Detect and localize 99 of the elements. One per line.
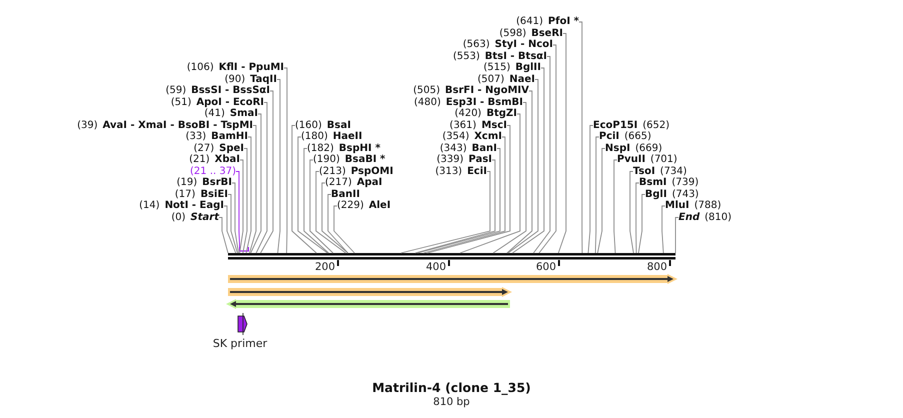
enzyme-site-label: NspI (669) [605, 142, 662, 154]
enzyme-site-label: PvuII (701) [617, 154, 678, 166]
primer-label: SK primer [212, 337, 268, 350]
leader-line [310, 160, 334, 254]
enzyme-site-label: BanII [331, 188, 360, 200]
leader-line [276, 79, 280, 254]
tick-label: 600 [536, 261, 556, 273]
leader-line [588, 125, 594, 254]
leader-line [638, 194, 646, 254]
leader-line [538, 44, 556, 254]
leader-line [246, 136, 252, 254]
enzyme-site-label: (313) EciI [435, 166, 487, 178]
leader-line [512, 68, 544, 254]
leader-line [578, 22, 583, 254]
leader-line [675, 217, 679, 254]
leader-line [614, 160, 618, 254]
leader-line [427, 125, 510, 254]
enzyme-site-label: (641) PfoI * [516, 16, 579, 28]
leader-line [508, 79, 538, 254]
enzyme-site-label: (420) BtgZI [454, 108, 517, 120]
leader-line [292, 125, 317, 254]
enzyme-site-label: (213) PspOMI [319, 166, 394, 178]
tick-label: 200 [314, 261, 335, 273]
leader-line [594, 136, 600, 254]
enzyme-site-label: (563) StyI - NcoI [462, 39, 553, 51]
enzyme-site-label: End (810) [678, 212, 732, 224]
leader-line [492, 102, 526, 254]
enzyme-site-label: EcoP15I (652) [593, 120, 670, 132]
enzyme-site-label: (14) NotI - EagI [139, 200, 224, 212]
enzyme-site-label: (19) BsrBI [176, 177, 232, 189]
leader-line [232, 182, 239, 254]
leader-line [662, 206, 666, 254]
enzyme-site-label: (339) PasI [436, 154, 492, 166]
range-bracket [239, 247, 249, 252]
enzyme-site-label: (343) BanI [440, 142, 497, 154]
enzyme-site-label: TsoI (734) [633, 166, 687, 178]
enzyme-site-label: (39) AvaI - XmaI - BsoBI - TspMI [77, 120, 253, 132]
enzyme-site-label: (507) NaeI [477, 74, 535, 86]
leader-line [284, 68, 288, 254]
enzyme-site-label: (59) BssSI - BssSαI [166, 85, 270, 97]
enzyme-site-label: (217) ApaI [325, 177, 382, 189]
leader-line [298, 136, 328, 254]
leader-line [558, 33, 566, 254]
enzyme-site-label: (229) AleI [337, 200, 391, 212]
enzyme-site-label: (598) BseRI [499, 28, 563, 40]
leader-line [218, 217, 228, 254]
enzyme-site-label: (180) HaeII [301, 131, 362, 143]
leader-line [328, 194, 348, 254]
enzyme-site-label: (515) BglII [483, 62, 541, 74]
leader-line [322, 182, 348, 254]
enzyme-site-label: (21) XbaI [189, 154, 240, 166]
sequence-length: 810 bp [432, 396, 471, 408]
enzyme-site-label: (27) SpeI [194, 142, 244, 154]
enzyme-site-label: (190) BsaBI * [313, 154, 386, 166]
enzyme-site-label: (17) BsiEI [174, 188, 228, 200]
leader-line [256, 102, 268, 254]
leader-line [316, 171, 346, 254]
enzyme-site-label: (505) BsrFI - NgoMIV [413, 85, 529, 97]
enzyme-site-label: (51) ApoI - EcoRI [170, 96, 264, 108]
tick-label: 400 [426, 261, 446, 273]
leader-line [414, 160, 496, 254]
leader-line [460, 114, 520, 254]
leader-line [260, 90, 274, 254]
feature-range-label: (21 .. 37) [190, 166, 236, 178]
leader-line [417, 148, 500, 254]
leader-line [236, 171, 240, 248]
leader-line [249, 125, 256, 254]
enzyme-site-label: PciI (665) [599, 131, 652, 143]
enzyme-site-label: (354) XcmI [442, 131, 502, 143]
enzyme-site-label: (182) BspHI * [307, 142, 380, 154]
leader-line [334, 206, 355, 254]
leader-line [423, 136, 506, 254]
enzyme-site-label: (480) Esp3I - BsmBI [414, 96, 523, 108]
enzyme-site-label: (160) BsaI [295, 120, 351, 132]
leader-line [533, 56, 550, 254]
enzyme-site-label: (41) SmaI [204, 108, 258, 120]
leader-line [224, 206, 236, 254]
map-title: Matrilin-4 (clone 1_35) [371, 380, 532, 395]
leader-line [242, 148, 248, 254]
enzyme-site-label: BsmI (739) [639, 177, 699, 189]
sequence-ruler [228, 253, 676, 260]
enzyme-site-label: (361) MscI [450, 120, 507, 132]
enzyme-site-label: BglI (743) [645, 188, 699, 200]
leader-line [304, 148, 330, 254]
leader-line [636, 182, 640, 254]
tick-label: 800 [646, 261, 667, 273]
enzyme-site-label: (90) TaqII [224, 74, 277, 86]
leader-line [506, 90, 532, 254]
enzyme-site-label: (0) Start [171, 212, 219, 224]
enzyme-site-label: (553) BtsI - BtsαI [452, 50, 547, 62]
enzyme-site-label: (33) BamHI [186, 131, 248, 143]
leader-line [250, 114, 262, 254]
leader-line [228, 194, 238, 254]
leader-line [597, 148, 606, 254]
leader-line [630, 171, 634, 254]
leader-line [239, 160, 244, 254]
leader-line [400, 171, 490, 254]
enzyme-site-label: (106) KflI - PpuMI [186, 62, 284, 74]
enzyme-site-label: MluI (788) [665, 200, 722, 212]
